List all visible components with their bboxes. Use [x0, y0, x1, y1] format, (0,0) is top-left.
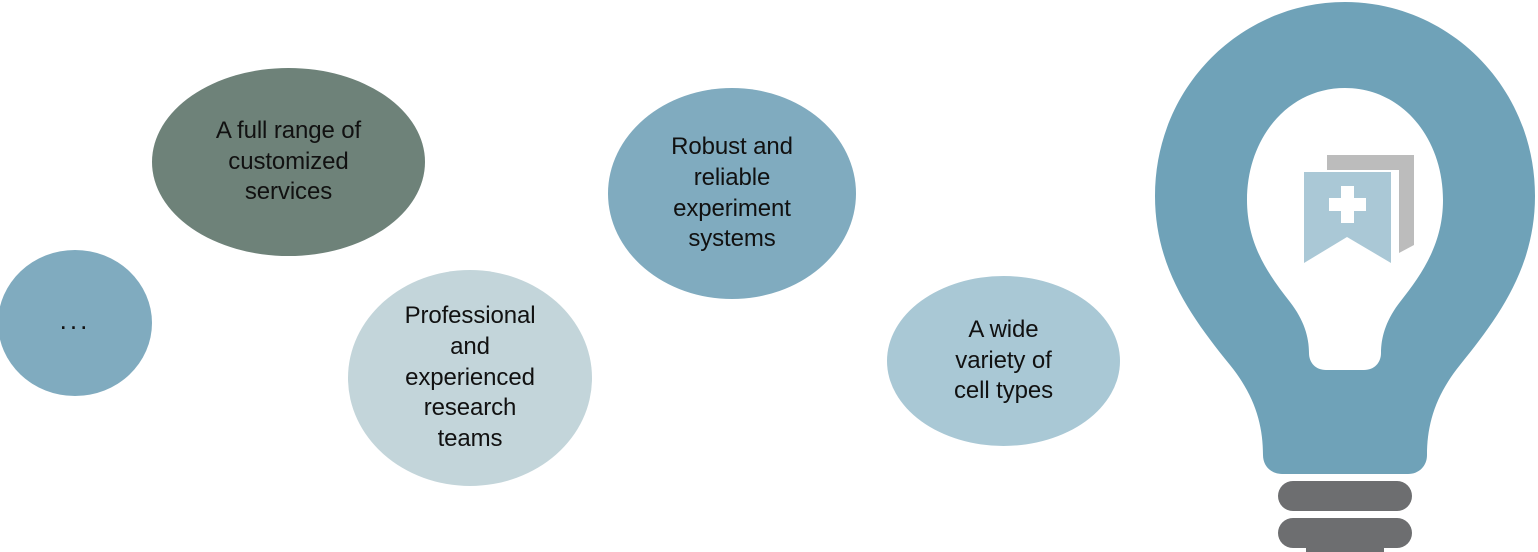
bubble-services-label: A full range of customized services: [215, 116, 362, 206]
bubble-systems-label: Robust and reliable experiment systems: [671, 133, 793, 253]
bubble-a-wide-variety-of-cell-types[interactable]: A wide variety of cell types: [887, 276, 1120, 446]
bubble-teams-label: Professional and experienced research te…: [404, 302, 536, 453]
bookmark-back-icon: [1327, 155, 1414, 253]
bubble-full-range-of-customized-services[interactable]: A full range of customized services: [152, 68, 425, 256]
lightbulb-icon: [1152, 0, 1538, 552]
bubble-ellipsis-label: ...: [59, 305, 91, 336]
bubble-ellipsis[interactable]: ...: [0, 250, 152, 396]
bubble-professional-and-experienced-research-teams[interactable]: Professional and experienced research te…: [348, 270, 592, 486]
lightbulb-base-tip: [1306, 540, 1384, 552]
bubble-robust-and-reliable-experiment-systems[interactable]: Robust and reliable experiment systems: [608, 88, 856, 299]
plus-icon: [1329, 186, 1366, 223]
bubble-celltypes-label: A wide variety of cell types: [953, 315, 1054, 405]
lightbulb-base-bar-upper: [1278, 481, 1412, 511]
